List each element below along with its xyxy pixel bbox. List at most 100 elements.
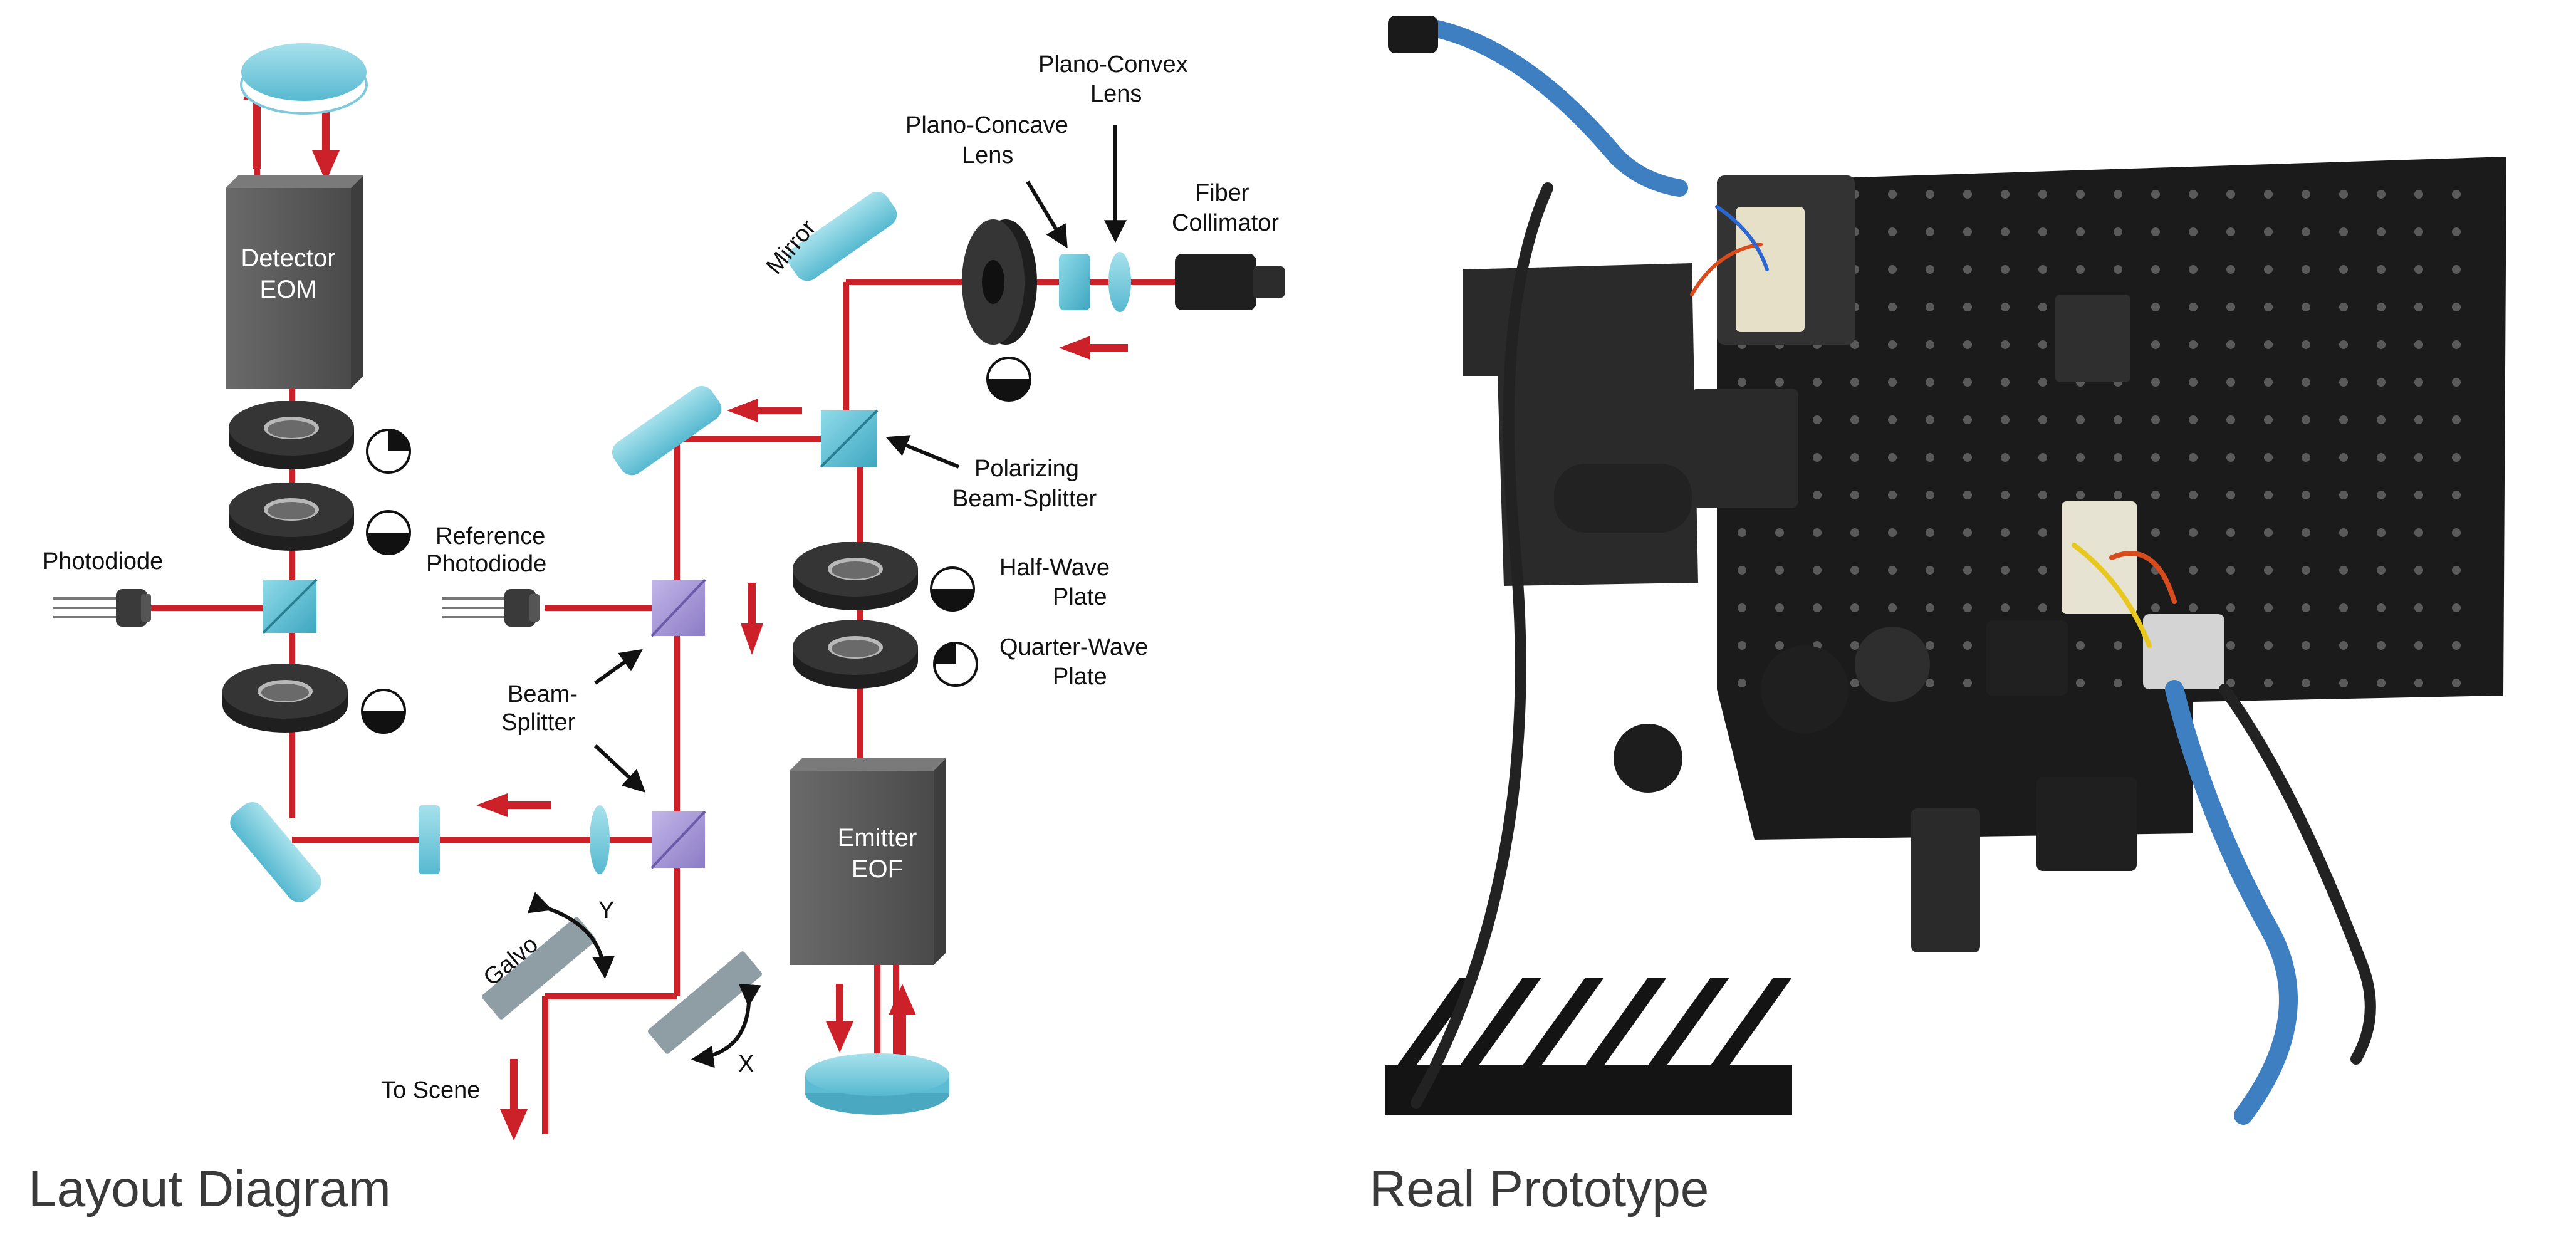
breadboard-hole (1963, 491, 1972, 499)
breadboard-hole (2264, 679, 2273, 687)
breadboard-hole (1775, 378, 1784, 387)
breadboard-hole (2302, 528, 2310, 537)
breadboard-hole (1850, 528, 1859, 537)
detector-eom: Detector EOM (226, 175, 363, 389)
breadboard-hole (2001, 603, 2010, 612)
breadboard-hole (2151, 603, 2160, 612)
plano-concave-lens (1059, 254, 1090, 310)
breadboard-hole (2001, 190, 2010, 199)
breadboard-hole (1738, 528, 1746, 537)
breadboard-hole (2264, 415, 2273, 424)
galvo-mirror-x (647, 951, 763, 1054)
breadboard-hole (2339, 303, 2348, 311)
breadboard-hole (1813, 566, 1822, 575)
quarter-wave-label-1: Quarter-Wave (999, 634, 1148, 660)
breadboard-hole (1888, 453, 1897, 462)
galvo-y-rotation-arrow (527, 892, 615, 979)
breadboard-hole (2038, 265, 2047, 274)
breadboard-hole (2339, 566, 2348, 575)
breadboard-hole (2001, 303, 2010, 311)
breadboard-hole (2339, 491, 2348, 499)
beam-splitter-label-1: Beam- (508, 681, 578, 707)
breadboard-hole (1738, 603, 1746, 612)
breadboard-hole (2414, 415, 2423, 424)
breadboard-hole (2452, 679, 2461, 687)
breadboard-hole (2414, 303, 2423, 311)
breadboard-hole (2302, 190, 2310, 199)
breadboard-hole (2264, 190, 2273, 199)
breadboard-hole (2038, 603, 2047, 612)
breadboard-hole (1926, 528, 1934, 537)
breadboard-hole (2452, 491, 2461, 499)
breadboard-hole (1926, 303, 1934, 311)
breadboard-hole (2377, 415, 2386, 424)
breadboard-hole (2264, 340, 2273, 349)
breadboard-hole (2114, 265, 2122, 274)
breadboard-hole (2189, 190, 2198, 199)
breadboard-hole (1926, 227, 1934, 236)
breadboard-hole (1813, 603, 1822, 612)
breadboard-hole (2038, 303, 2047, 311)
breadboard-hole (2189, 265, 2198, 274)
breadboard-hole (2001, 227, 2010, 236)
breadboard-hole (2264, 491, 2273, 499)
breadboard-hole (2339, 227, 2348, 236)
breadboard-hole (1738, 679, 1746, 687)
beam-splitter-pointer-upper (594, 649, 643, 685)
breadboard-hole (2189, 227, 2198, 236)
breadboard-hole (2076, 190, 2085, 199)
breadboard-hole (1850, 641, 1859, 650)
breadboard-hole (2377, 491, 2386, 499)
beam-splitter-cube-upper (650, 578, 706, 637)
breadboard-hole (2339, 603, 2348, 612)
breadboard-hole (2076, 453, 2085, 462)
breadboard-hole (1888, 415, 1897, 424)
breadboard-hole (1888, 227, 1897, 236)
breadboard-hole (2076, 679, 2085, 687)
breadboard-hole (1963, 679, 1972, 687)
breadboard-hole (2264, 641, 2273, 650)
photodiode (53, 589, 151, 627)
breadboard-hole (1813, 491, 1822, 499)
breadboard-hole (2076, 415, 2085, 424)
emitter-eof-label-1: Emitter (838, 824, 917, 852)
emitter-eof: Emitter EOF (790, 758, 946, 965)
breadboard-hole (2452, 453, 2461, 462)
breadboard-hole (2377, 679, 2386, 687)
breadboard-hole (1963, 340, 1972, 349)
detector-waveplate-1 (229, 401, 354, 469)
breadboard-hole (2226, 227, 2235, 236)
breadboard-hole (2414, 679, 2423, 687)
detector-eom-label-2: EOM (259, 276, 316, 303)
detector-waveplate-2 (229, 483, 354, 551)
breadboard-hole (1850, 491, 1859, 499)
breadboard-hole (2001, 265, 2010, 274)
breadboard-hole (2414, 340, 2423, 349)
breadboard-hole (2114, 415, 2122, 424)
breadboard-hole (1775, 641, 1784, 650)
caption-real-prototype: Real Prototype (1369, 1161, 1709, 1218)
breadboard-hole (2038, 190, 2047, 199)
polarizing-beam-splitter-cube (820, 409, 879, 468)
breadboard-hole (2076, 641, 2085, 650)
axis-y-label: Y (598, 897, 614, 924)
breadboard-hole (2452, 641, 2461, 650)
breadboard-hole (2076, 491, 2085, 499)
breadboard-hole (2226, 340, 2235, 349)
breadboard-hole (2302, 641, 2310, 650)
breadboard-hole (1888, 340, 1897, 349)
retardance-icon-quarter-2 (933, 642, 978, 687)
breadboard-hole (2414, 603, 2423, 612)
detector-eom-label-1: Detector (241, 244, 335, 272)
plano-concave-pointer (1026, 180, 1068, 249)
breadboard-hole (1963, 566, 1972, 575)
breadboard-hole (1850, 566, 1859, 575)
breadboard-hole (2226, 528, 2235, 537)
fiber-collimator-label-1: Fiber (1195, 180, 1249, 206)
breadboard-hole (2114, 190, 2122, 199)
breadboard-hole (2302, 340, 2310, 349)
breadboard-hole (1963, 265, 1972, 274)
breadboard-hole (2189, 528, 2198, 537)
detector-waveplate-3 (222, 664, 348, 733)
breadboard-hole (1926, 378, 1934, 387)
